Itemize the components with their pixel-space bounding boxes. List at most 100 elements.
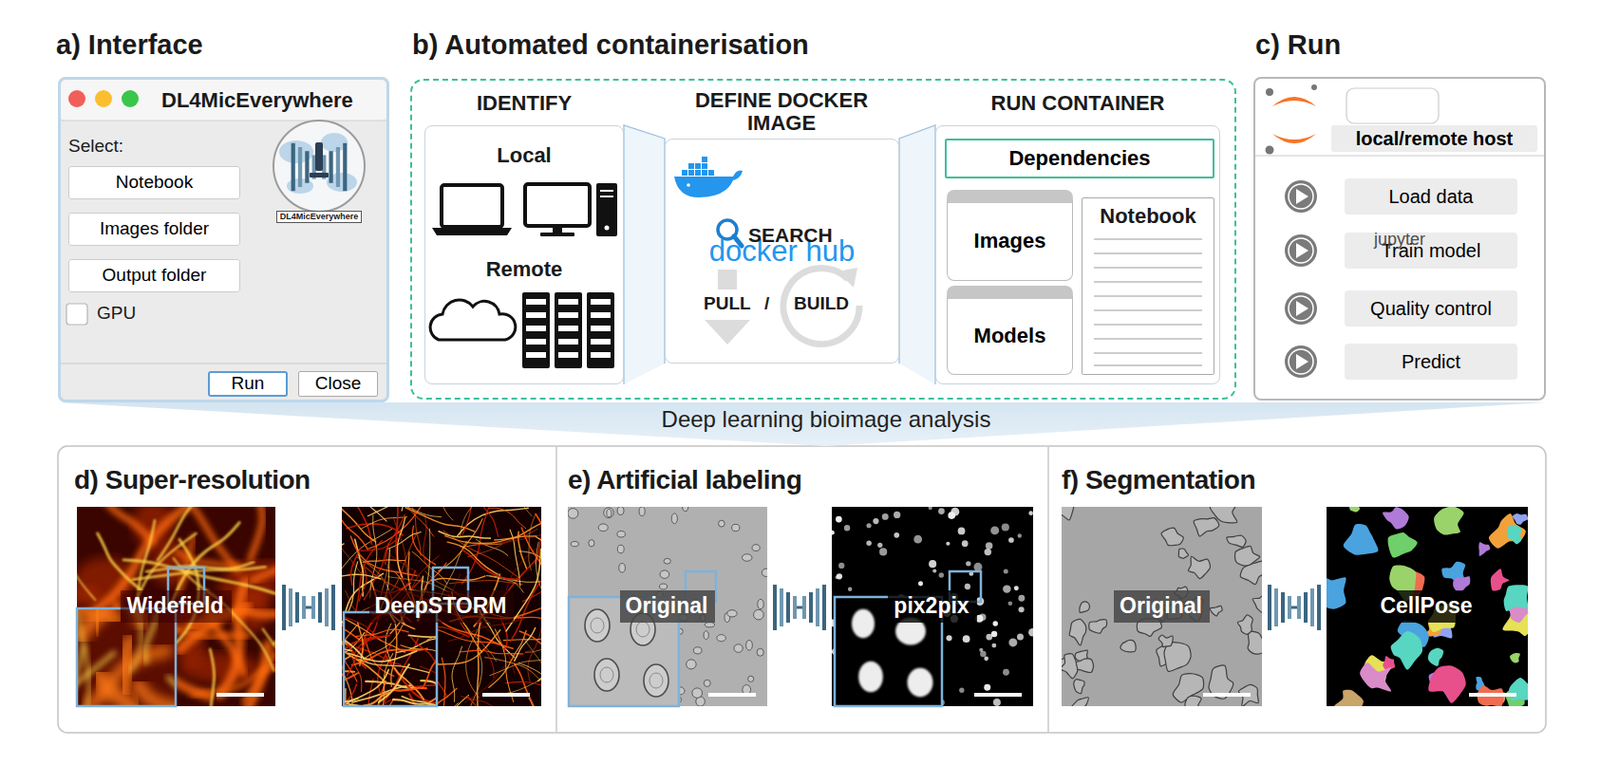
zoom-frame: [343, 612, 437, 707]
cell: [1120, 640, 1136, 652]
fibre: [423, 514, 429, 568]
nucleus: [1001, 523, 1010, 531]
nucleus: [991, 643, 997, 649]
cell: [639, 507, 645, 517]
cell: [1237, 615, 1253, 635]
nucleus: [938, 508, 945, 515]
fibre: [527, 624, 542, 682]
cloud-icon: [430, 300, 516, 340]
build-cycle: [783, 267, 860, 345]
box-fill: [946, 189, 1073, 282]
cell: [761, 568, 768, 577]
cell: [692, 688, 703, 698]
nucleus: [590, 618, 604, 634]
image-ground: [567, 507, 768, 707]
text-holder: Images folder: [69, 213, 240, 245]
window-chrome: [66, 303, 88, 325]
jupyter-logo: [1265, 88, 1274, 96]
node-label: Dependencies: [1008, 146, 1150, 171]
text-holder: DL4MicEverywhere: [161, 88, 354, 113]
cell: [756, 648, 764, 657]
notebook-lines: [1093, 352, 1203, 355]
window-chrome: [60, 79, 387, 364]
cell: [1185, 696, 1202, 707]
nucleus: [1014, 585, 1019, 591]
docker-whale: [701, 163, 708, 170]
fibre: [378, 664, 410, 703]
jupyter-logo: [1311, 84, 1318, 91]
nucleus: [983, 657, 989, 662]
server-slot: [526, 325, 546, 332]
nucleus: [1017, 595, 1025, 603]
node-label: Images: [974, 228, 1047, 254]
nucleus: [847, 587, 852, 592]
text-holder: e) Artificial labeling: [567, 464, 802, 497]
nucleus: [865, 541, 871, 546]
cell-mask: [1512, 513, 1528, 526]
notebook-lines: [1093, 281, 1203, 283]
nucleus: [1003, 569, 1009, 575]
nucleus: [1002, 669, 1010, 677]
cell: [1209, 605, 1223, 617]
cell: [588, 540, 595, 547]
cell: [693, 647, 702, 655]
window-chrome: [60, 119, 387, 121]
prompt-text: Select:: [68, 135, 124, 158]
window-title: DL4MicEverywhere: [161, 88, 354, 113]
cell-mask: [1504, 584, 1528, 612]
nucleus: [928, 560, 937, 568]
box-fill: [57, 76, 1546, 403]
nucleus: [831, 530, 835, 536]
box-fill: [664, 138, 900, 364]
node-label: BUILD: [793, 293, 849, 316]
play-icon: [1288, 238, 1314, 264]
panel-ground: [555, 447, 558, 733]
cell-mask: [1490, 568, 1510, 591]
cell: [617, 531, 626, 538]
network-icon: [772, 584, 827, 631]
cell-mask: [1433, 507, 1465, 536]
nucleus: [636, 621, 650, 638]
nucleus: [893, 511, 901, 519]
box-fill: [1253, 76, 1546, 401]
box-fill: [1081, 197, 1215, 376]
browser-chrome: [1255, 154, 1544, 156]
text-holder: Predict: [1344, 343, 1518, 380]
cell: [603, 508, 614, 519]
step-heading: IDENTIFY: [476, 91, 572, 116]
box-fill: [944, 138, 1215, 179]
cell: [734, 644, 743, 654]
cell: [1247, 631, 1262, 655]
text-holder: Dependencies: [946, 140, 1213, 177]
fibre: [477, 507, 499, 537]
nucleus: [950, 508, 960, 517]
server-slot: [526, 338, 546, 345]
text-holder: Remote: [424, 257, 624, 283]
dl4mic-logo: [273, 120, 365, 212]
server-slot: [526, 352, 546, 358]
fibre: [411, 638, 436, 665]
play-icon: [1284, 180, 1318, 213]
cell-mask: [1478, 542, 1490, 557]
fibre: [252, 560, 276, 582]
fibre: [385, 514, 405, 565]
logo-text: DL4MicEverywhere: [276, 210, 363, 224]
notebook-lines: [1093, 364, 1203, 367]
fibre: [192, 649, 215, 707]
zoom-frame: [76, 608, 176, 707]
box-fill: [298, 371, 378, 397]
fibre: [273, 507, 276, 645]
pull-arrow: [717, 269, 737, 290]
nucleus: [907, 668, 934, 697]
play-icon: [1288, 349, 1314, 375]
step-box: DEFINE DOCKER IMAGEdocker hubSEARCHPULL/…: [664, 138, 900, 364]
cell: [727, 610, 737, 618]
fibre: [351, 507, 388, 522]
nucleus: [985, 634, 993, 641]
cell: [753, 609, 765, 621]
desktop-icon: [596, 183, 618, 237]
dl4mic-logo: [309, 172, 329, 178]
server-slot: [558, 299, 579, 305]
cell: [1252, 595, 1262, 613]
text-holder: PULL: [703, 293, 752, 316]
